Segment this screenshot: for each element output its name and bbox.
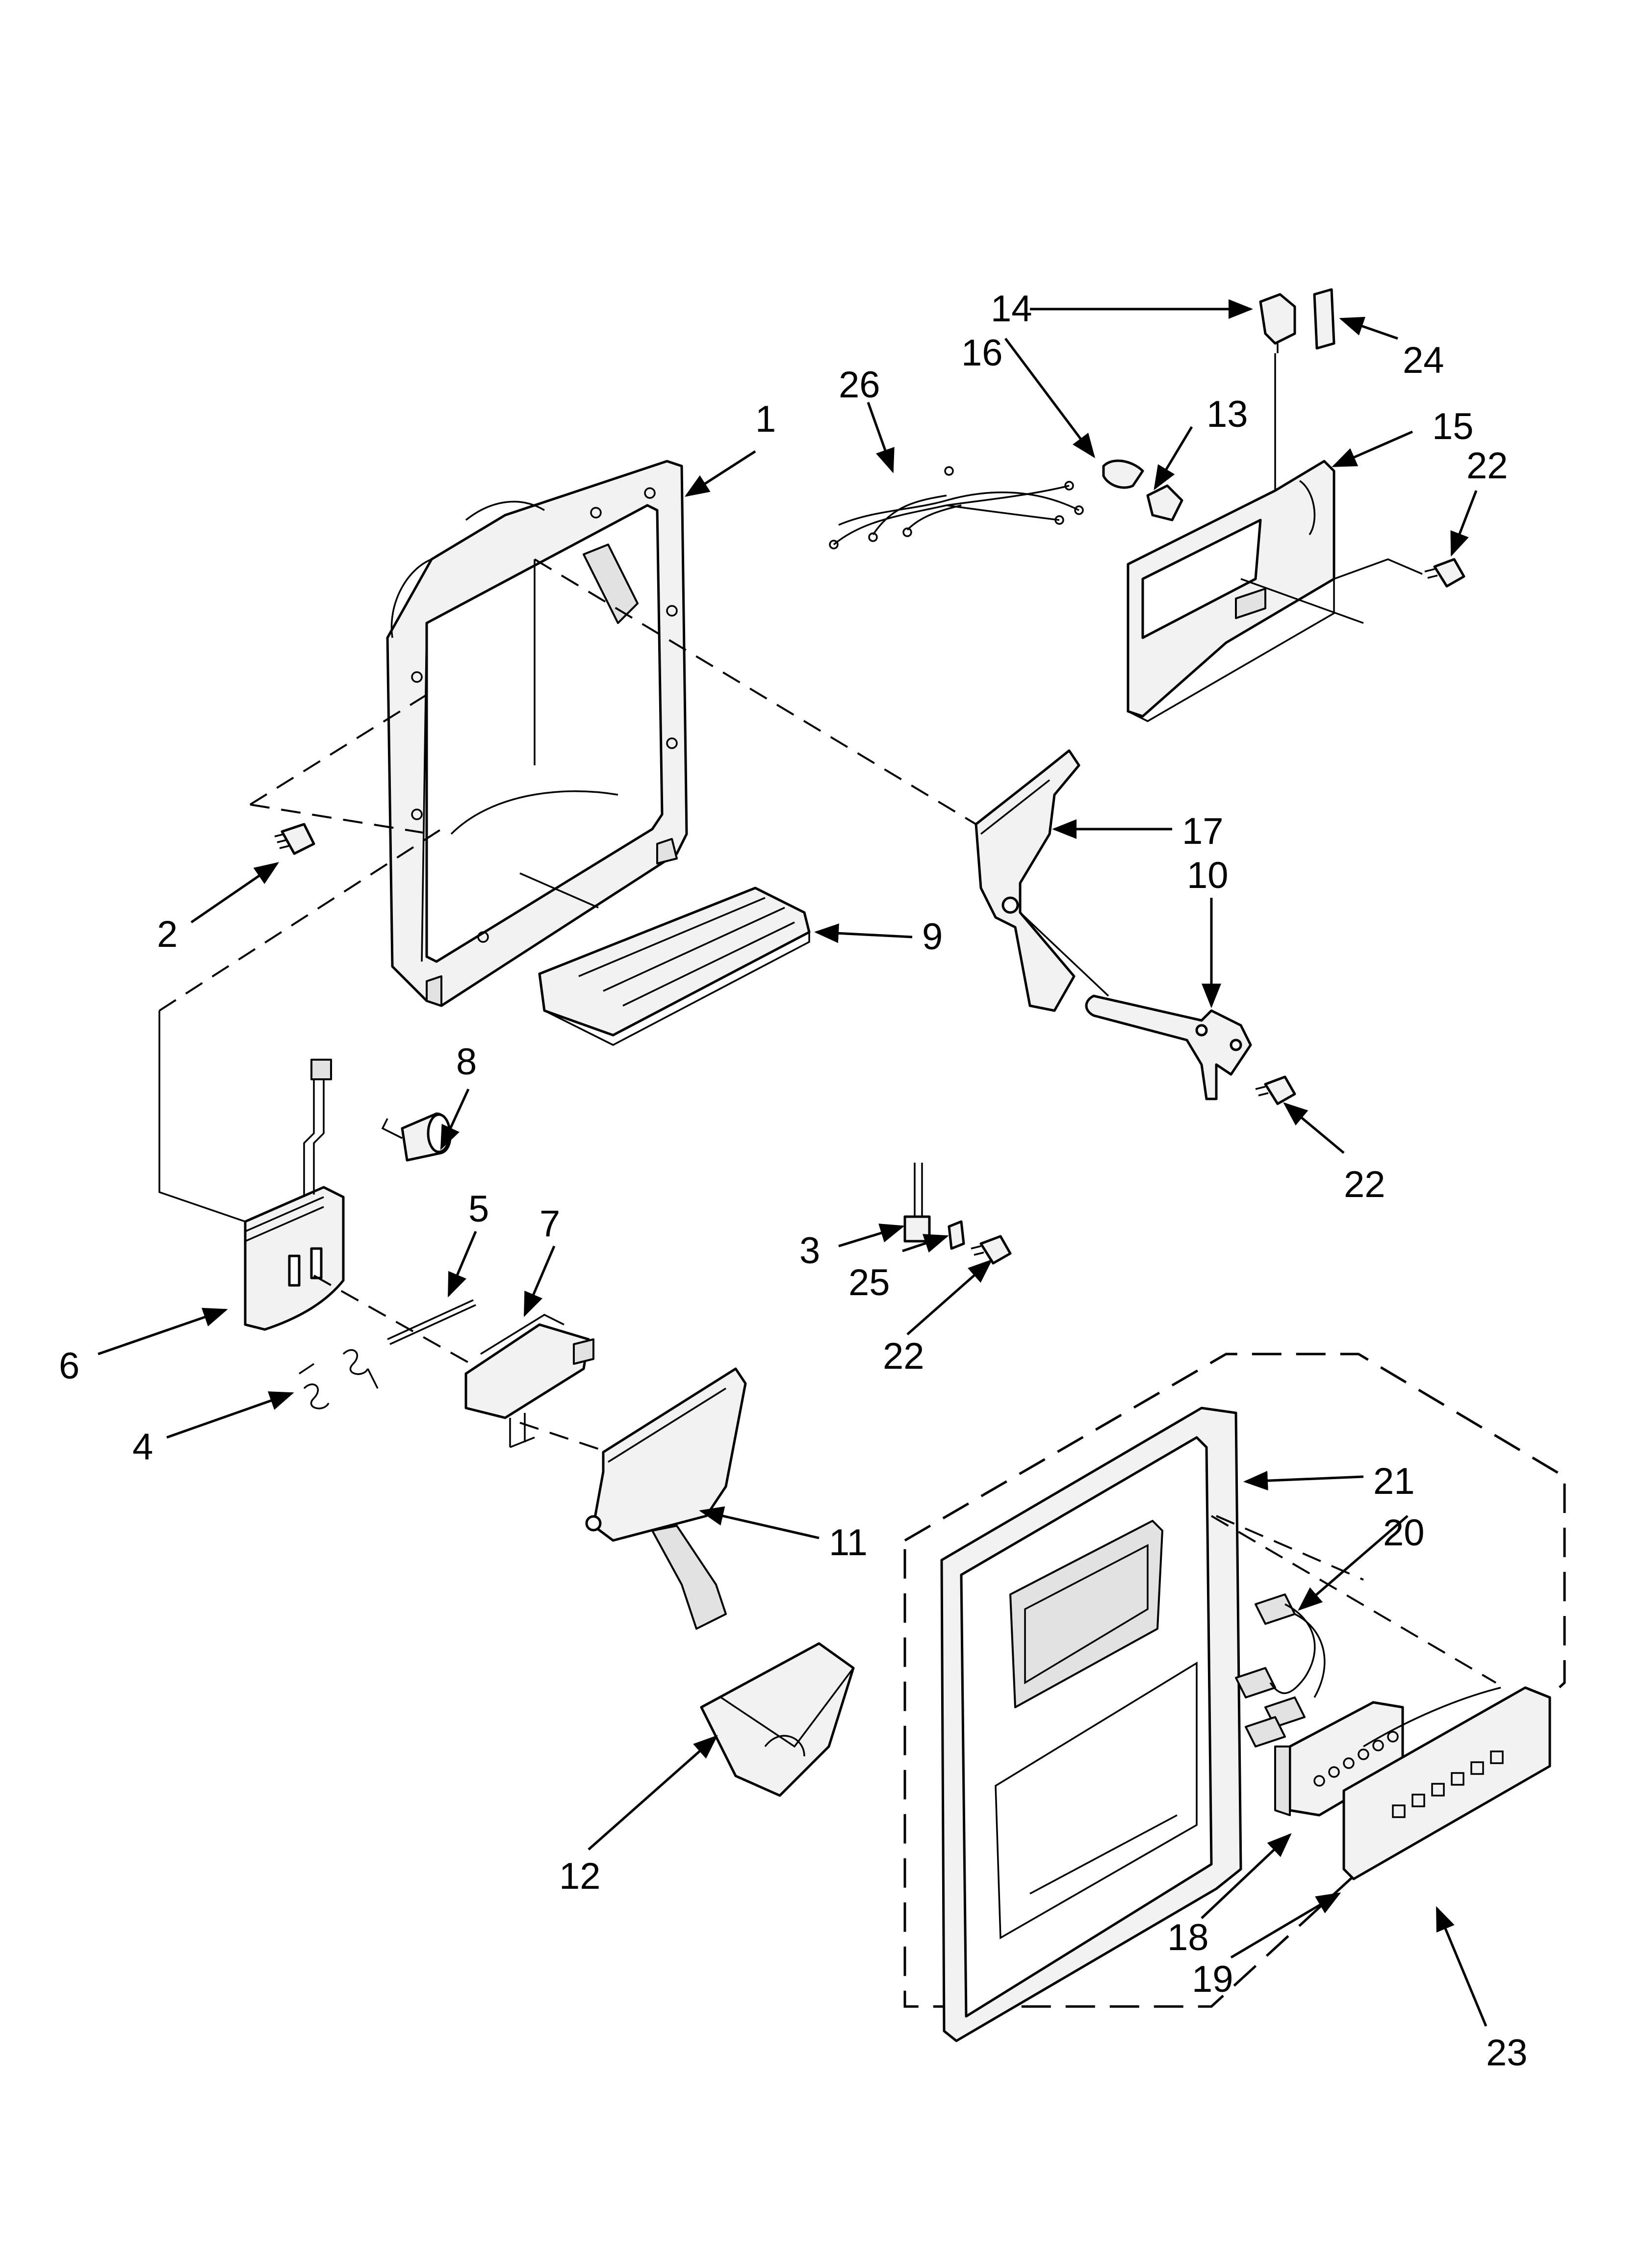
dispenser-front-21	[940, 1407, 1242, 2042]
water-lever-10	[1085, 994, 1252, 1100]
switch-14	[1259, 293, 1296, 353]
harness-20	[1235, 1593, 1326, 1747]
callout-13: 13	[1206, 393, 1248, 435]
callout-9: 9	[922, 916, 943, 958]
dispenser-housing	[386, 460, 688, 1007]
callout-14: 14	[991, 288, 1032, 330]
solenoid-6	[244, 1059, 345, 1331]
pin-5	[387, 1299, 476, 1345]
drip-tray	[538, 886, 811, 1046]
callout-labels: 1 2 3 4 5 6 7 8 9 10 11 12 13 14 15 16 1…	[59, 288, 1528, 2074]
clip-3	[903, 1163, 931, 1243]
callout-22-center: 22	[883, 1335, 924, 1377]
ice-chute-12	[700, 1642, 855, 1797]
callout-2: 2	[157, 913, 178, 955]
lamp-16	[1102, 459, 1144, 489]
callout-24: 24	[1403, 339, 1444, 381]
callout-1: 1	[755, 398, 776, 440]
callout-8: 8	[456, 1041, 477, 1083]
callout-7: 7	[539, 1203, 560, 1245]
callout-4: 4	[132, 1426, 153, 1468]
callout-3: 3	[799, 1230, 820, 1272]
insulator-24	[1313, 288, 1335, 350]
callout-19: 19	[1192, 1958, 1233, 2000]
callout-22-top: 22	[1466, 445, 1508, 487]
bracket-15	[1127, 460, 1423, 722]
callout-18: 18	[1167, 1917, 1209, 1958]
screw-22-a	[1255, 1075, 1296, 1105]
callout-12: 12	[559, 1855, 601, 1897]
springs-4	[299, 1349, 379, 1409]
callout-25: 25	[848, 1262, 890, 1303]
callout-26: 26	[839, 364, 880, 406]
lamp-socket-13	[1146, 484, 1183, 521]
ice-chute-lever-11	[585, 1367, 747, 1630]
lever-bracket-7	[464, 1313, 594, 1448]
assembly-leader-lines	[158, 558, 1497, 1684]
screw-22-c	[1424, 558, 1465, 588]
pad-25	[948, 1220, 965, 1250]
callout-10: 10	[1187, 855, 1229, 896]
callout-5: 5	[468, 1188, 489, 1230]
wire-harness-26	[829, 466, 1084, 549]
dispenser-arm-17	[975, 749, 1080, 1012]
callout-11: 11	[829, 1522, 868, 1564]
callout-arrows	[98, 299, 1488, 2027]
screw-22-b	[971, 1235, 1012, 1265]
callout-22-right: 22	[1344, 1164, 1385, 1205]
control-overlay-19	[1342, 1686, 1551, 1880]
callout-23: 23	[1486, 2032, 1528, 2074]
callout-16: 16	[961, 332, 1003, 374]
callout-17: 17	[1182, 810, 1224, 852]
motor-8	[381, 1112, 452, 1162]
callout-6: 6	[59, 1345, 79, 1387]
screw-2	[274, 823, 315, 855]
callout-20: 20	[1383, 1512, 1425, 1554]
callout-15: 15	[1432, 406, 1474, 447]
callout-21: 21	[1373, 1460, 1415, 1502]
